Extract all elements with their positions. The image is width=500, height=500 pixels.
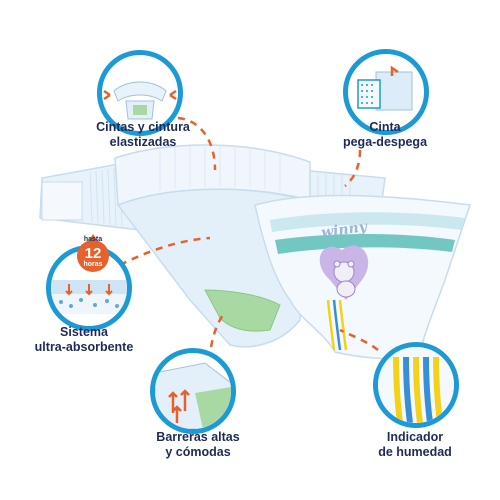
- badge-bottom-text: horas: [83, 261, 103, 268]
- feature-label-wetness-indicator: Indicador de humedad: [378, 430, 452, 459]
- wetness-indicator-icon: [373, 342, 459, 428]
- badge-number: 12: [84, 245, 102, 262]
- feature-label-refastenable-tape: Cinta pega-despega: [342, 120, 428, 149]
- hours-badge: hasta 12 horas: [76, 236, 110, 274]
- refastenable-tape-icon: [343, 49, 429, 135]
- feature-label-absorbent-system: Sistema ultra-absorbente: [34, 325, 134, 354]
- badge-top-text: hasta: [83, 236, 103, 243]
- feature-label-elastic-waist: Cintas y cintura elastizadas: [96, 120, 190, 149]
- hours-badge-icon: [77, 234, 109, 272]
- feature-label-leak-barriers: Barreras altas y cómodas: [156, 430, 240, 459]
- elastic-waist-icon: [97, 50, 183, 136]
- leak-barrier-icon: [150, 348, 236, 434]
